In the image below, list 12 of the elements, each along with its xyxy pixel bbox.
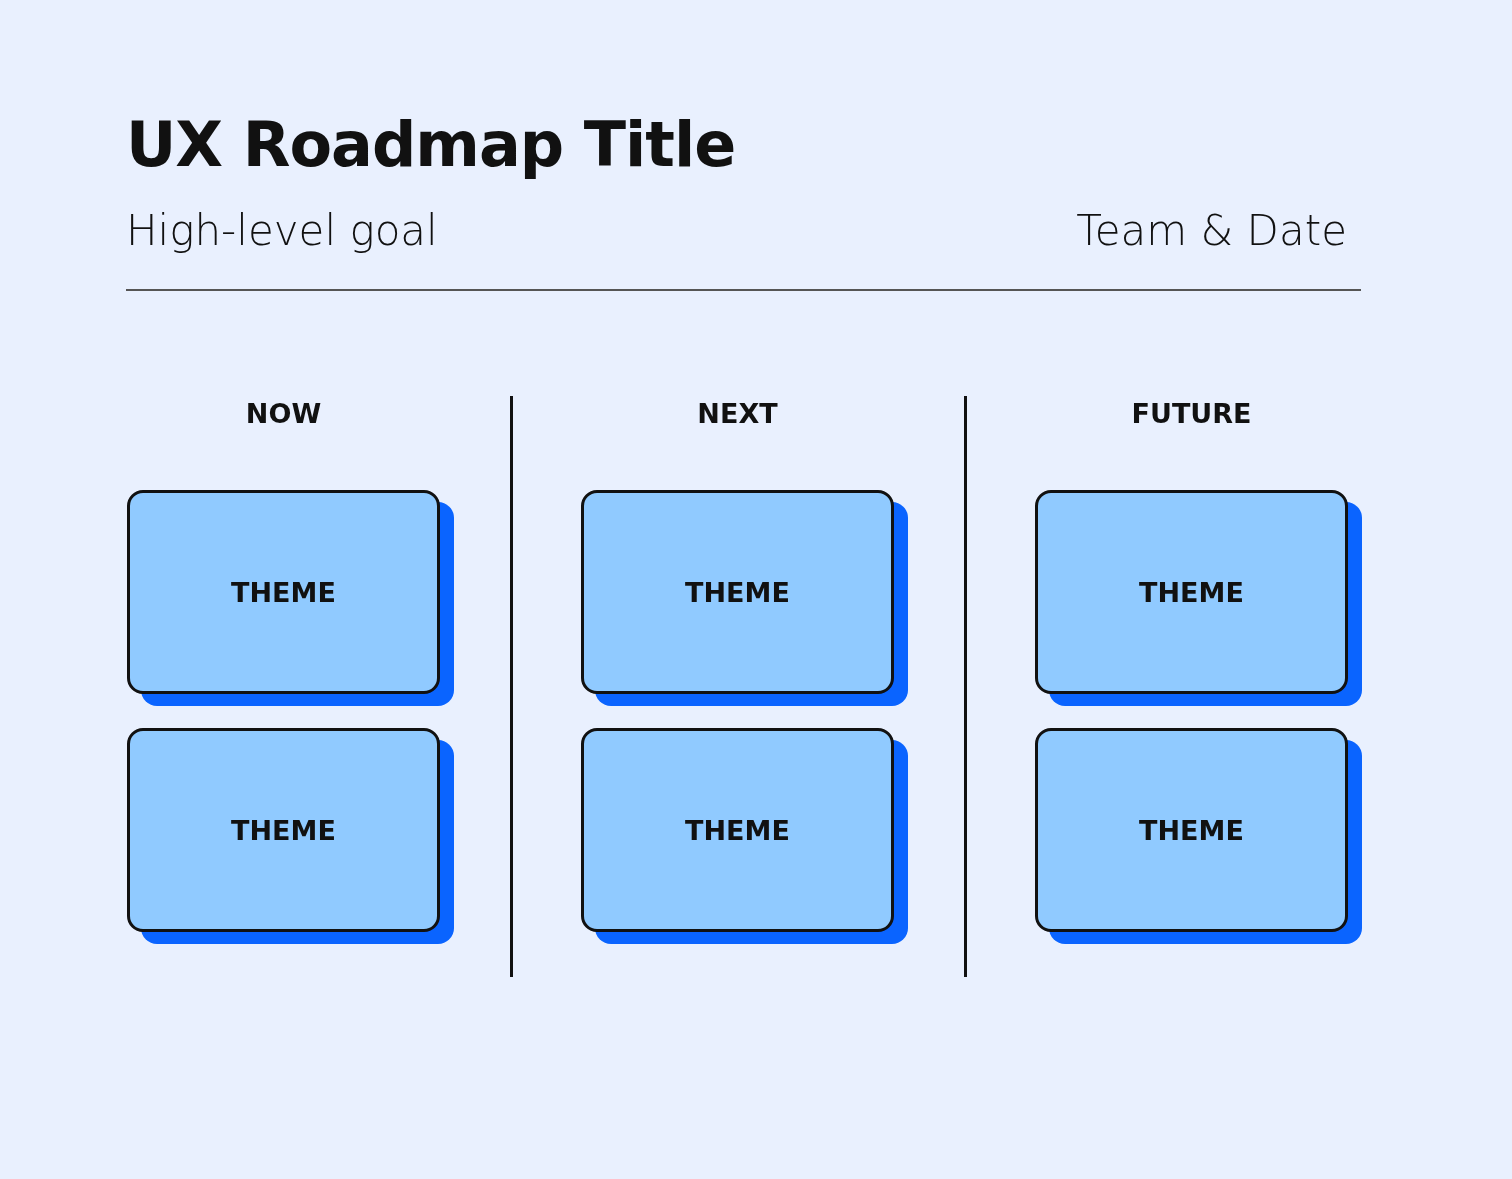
card-label: THEME	[1139, 814, 1244, 846]
card-label: THEME	[231, 576, 336, 608]
card-label: THEME	[685, 576, 790, 608]
column-heading: NOW	[244, 398, 323, 429]
card-label: THEME	[1139, 576, 1244, 608]
card-label: THEME	[231, 814, 336, 846]
card-label: THEME	[685, 814, 790, 846]
title: UX Roadmap Title	[126, 108, 736, 181]
column-heading: NEXT	[696, 398, 779, 429]
subtitle: High-level goal	[126, 206, 438, 255]
column-heading: FUTURE	[1130, 398, 1253, 429]
subtitle: Team & Date	[1076, 206, 1347, 255]
